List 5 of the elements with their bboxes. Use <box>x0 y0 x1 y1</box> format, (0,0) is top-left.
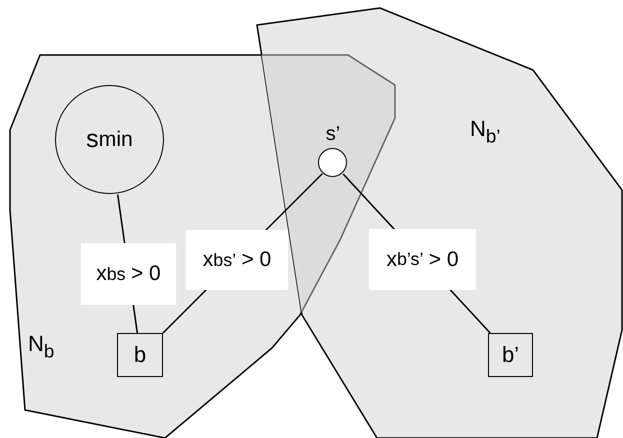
node-box: b <box>117 333 163 377</box>
node-box: b’ <box>488 333 533 377</box>
node-label: s’ <box>324 124 342 144</box>
region-label: N$_{b’}$ <box>470 118 500 146</box>
region-label: N$_{b}$ <box>28 333 54 362</box>
